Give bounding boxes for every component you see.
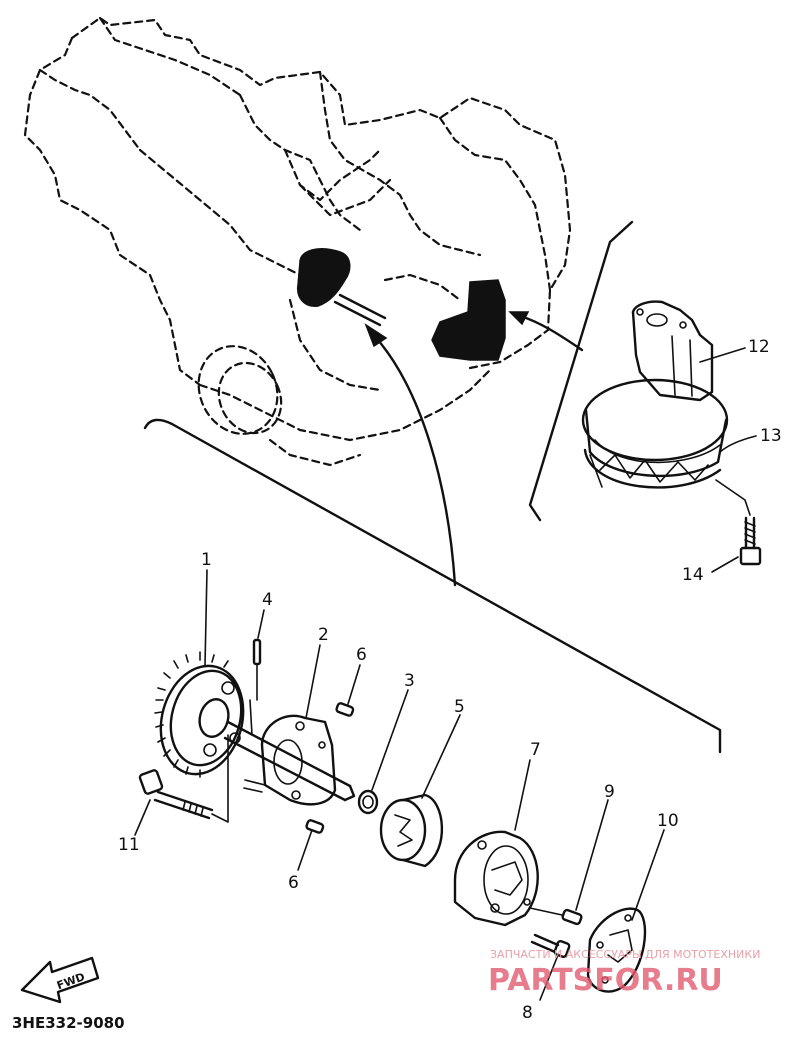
callout-2: 2: [318, 625, 329, 645]
fwd-label: FWD: [55, 970, 86, 992]
oil-strainer-assembly: [581, 300, 762, 573]
assembly-arrows: [364, 311, 584, 587]
diagram-code: 3HE332-9080: [12, 1014, 125, 1032]
dowel-pins: [252, 638, 355, 834]
callout-5: 5: [454, 697, 465, 717]
callout-8: 8: [522, 1003, 533, 1023]
watermark-tagline: ЗАПЧАСТИ И АКСЕССУАРЫ ДЛЯ МОТОТЕХНИКИ: [490, 948, 760, 961]
callout-13: 13: [760, 426, 782, 446]
forward-direction-arrow: FWD: [20, 956, 100, 1004]
callout-6-lower: 6: [288, 873, 299, 893]
section-divider-lines: [143, 220, 722, 754]
callout-numbers: 1 2 3 4 5 6 6 7 8 9 10 11 12 13 14: [118, 337, 782, 1023]
circlip-ring: [357, 789, 379, 815]
watermark-brand: PARTSFOR.RU: [488, 963, 723, 998]
pump-gasket: [586, 907, 647, 993]
pump-rotor: [379, 793, 444, 868]
engine-crankcase-outline: [23, 16, 572, 467]
callout-7: 7: [530, 740, 541, 760]
callout-14: 14: [682, 565, 704, 585]
callout-3: 3: [404, 671, 415, 691]
callout-4: 4: [262, 590, 273, 610]
callout-6-upper: 6: [356, 645, 367, 665]
callout-1: 1: [201, 550, 212, 570]
oil-pump-housing: [243, 714, 337, 806]
callout-9: 9: [604, 782, 615, 802]
callout-12: 12: [748, 337, 770, 357]
pump-bolt: [138, 734, 229, 823]
pump-cover: [453, 830, 539, 927]
watermark: ЗАПЧАСТИ И АКСЕССУАРЫ ДЛЯ МОТОТЕХНИКИ PA…: [488, 948, 760, 998]
callout-11: 11: [118, 835, 140, 855]
callout-leader-lines: [134, 569, 665, 1001]
cover-pin-and-screw: [529, 907, 583, 958]
callout-10: 10: [657, 811, 679, 831]
oil-pump-drive-gear: [154, 651, 356, 802]
